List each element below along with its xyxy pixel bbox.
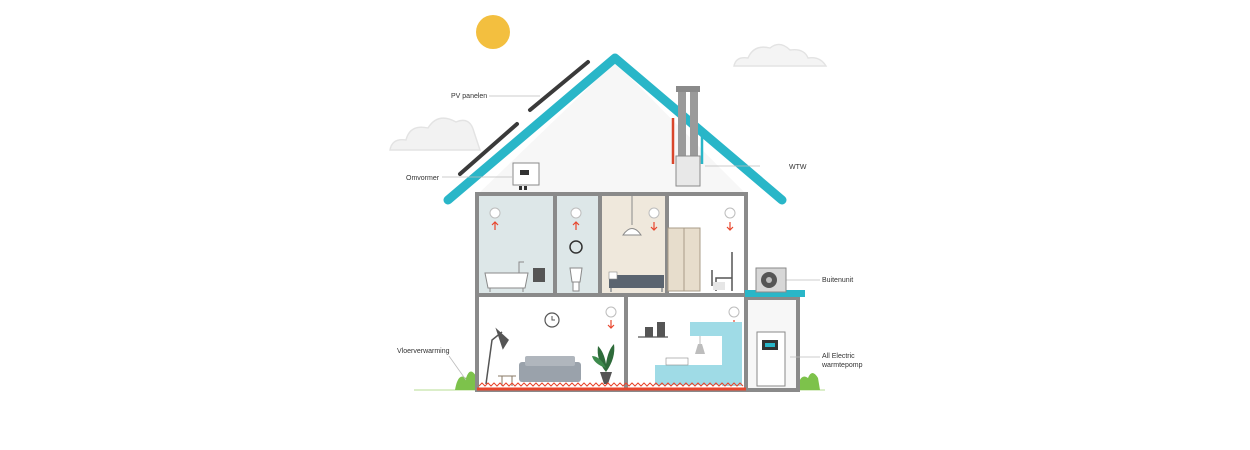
roof (443, 53, 787, 205)
solar-panel-icon (458, 60, 590, 176)
sun-icon (476, 15, 510, 49)
label-floor-heating: Vloerverwarming (397, 348, 450, 355)
clock-icon (544, 312, 560, 328)
bathtub-icon (484, 261, 545, 292)
sofa-icon (519, 356, 581, 382)
leader-lines (442, 95, 820, 381)
extension-roof (745, 290, 805, 297)
cloud-icon (389, 117, 481, 151)
toilet-icon (569, 240, 583, 292)
heat-pump-icon (756, 331, 786, 387)
wardrobe-icon (667, 227, 701, 292)
kitchen-icon (638, 322, 742, 386)
label-heat-pump-line2: warmtepomp (821, 362, 863, 369)
cloud-icon-right (733, 43, 828, 67)
label-pv-panels: PV panelen (451, 93, 487, 100)
inverter-icon (512, 162, 540, 190)
label-inverter: Omvormer (406, 175, 440, 182)
plant-icon (592, 344, 615, 384)
floor-lamp-icon (485, 327, 509, 385)
grass-left (455, 371, 478, 390)
wtw-unit-icon (671, 86, 704, 187)
chair-icon (711, 252, 733, 291)
label-outdoor-unit: Buitenunit (822, 277, 853, 284)
floor-heating-icon (477, 382, 746, 391)
lamp-icon (622, 196, 642, 236)
label-heat-pump-line1: All Electric (822, 353, 855, 360)
label-wtw: WTW (789, 164, 807, 171)
vent-icon (489, 207, 740, 318)
bed-icon (608, 271, 664, 292)
grass-right (797, 373, 820, 390)
outdoor-unit-icon (755, 267, 787, 293)
